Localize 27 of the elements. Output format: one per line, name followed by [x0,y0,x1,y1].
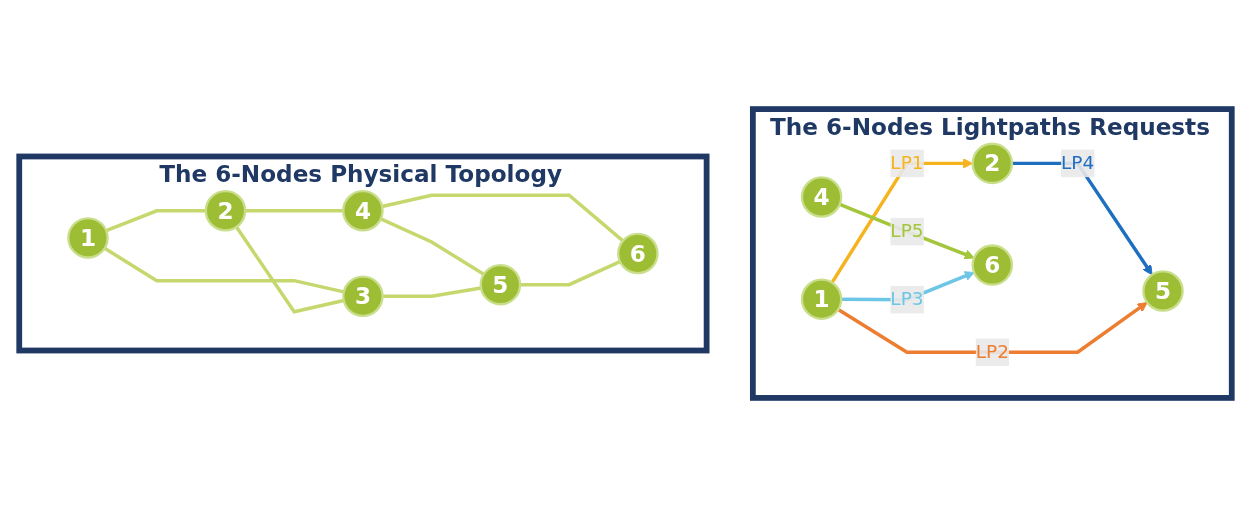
connector [380,217,485,276]
connector [103,246,345,294]
connector [381,193,625,243]
edge-label: LP3 [890,288,924,311]
node-circle: 2 [971,142,1014,185]
node-circle: 1 [67,217,109,259]
connector [245,209,344,213]
node-circle: 6 [617,232,659,275]
arrow [830,158,974,284]
connector [105,209,206,233]
edge-label: LP5 [890,219,924,242]
node-circle: 4 [342,190,384,232]
node-circle: 5 [479,263,522,306]
edge-label: LP2 [975,340,1009,363]
arrow [837,302,1148,354]
edge-label: LP1 [890,151,924,174]
node-circle: 3 [342,275,384,317]
edge-label: LP4 [1061,151,1095,174]
node-circle: 2 [204,190,247,232]
connector [382,286,482,298]
connector [520,260,621,287]
arrow [839,202,975,260]
node-circle: 4 [800,176,843,218]
node-circle: 1 [800,278,843,320]
node-circle: 6 [971,244,1014,286]
node-circle: 5 [1142,270,1184,312]
connector [235,226,345,314]
